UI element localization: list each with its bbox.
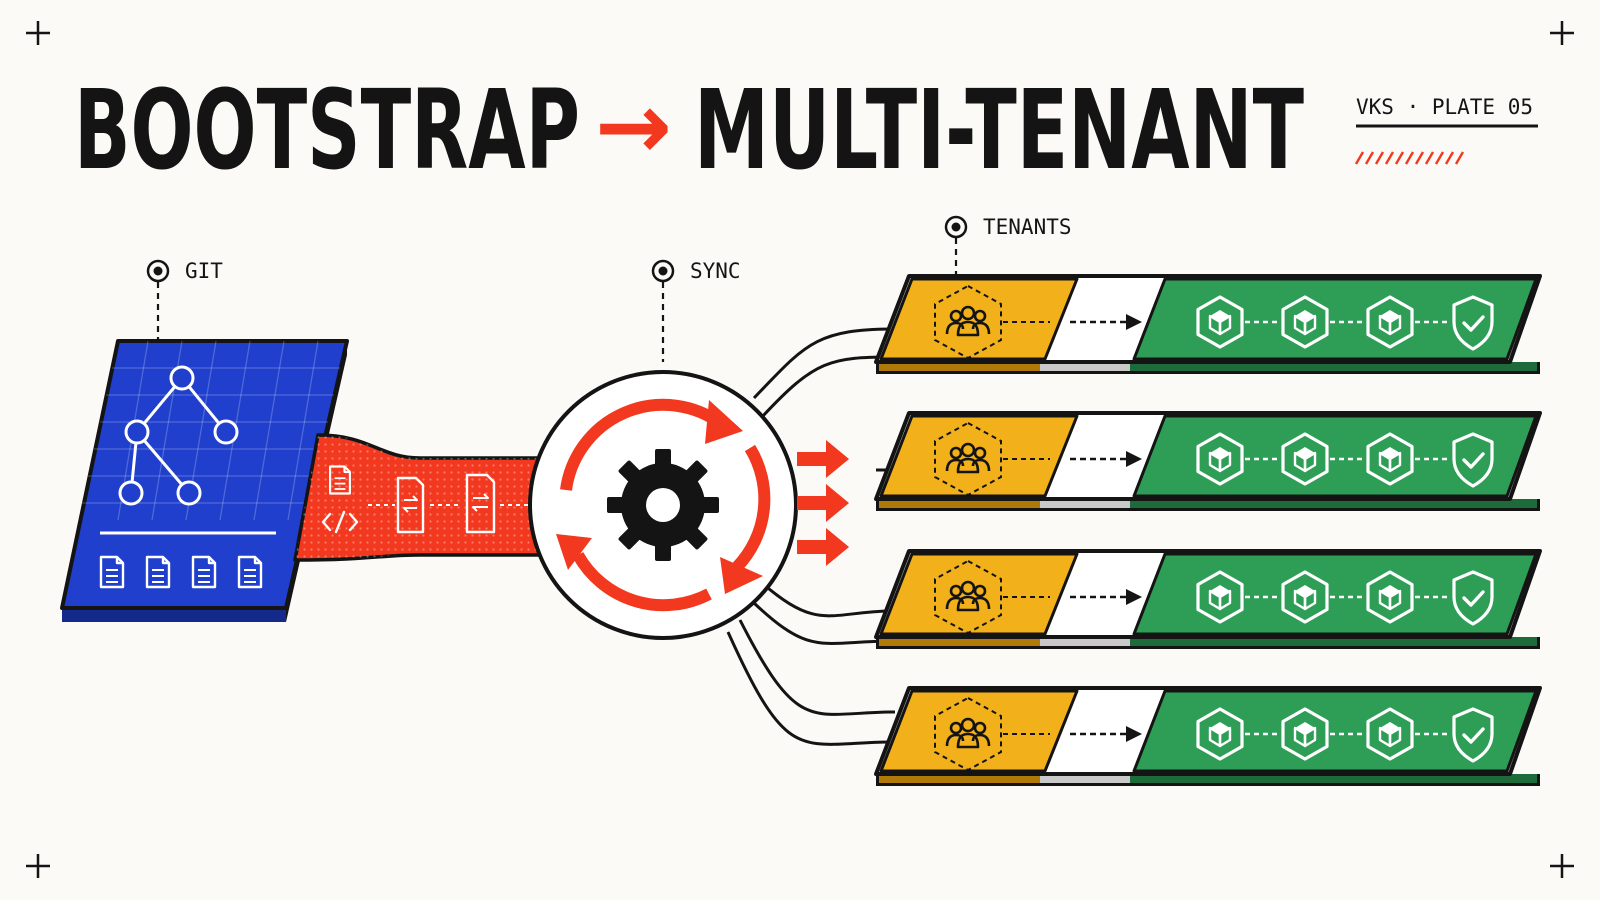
git-callout-label: GIT <box>185 259 223 283</box>
cube-icon <box>1196 707 1244 761</box>
gear-icon <box>607 449 719 561</box>
document-icon <box>465 473 496 534</box>
plate-label: VKS · PLATE 05 <box>1356 95 1533 119</box>
sync-hub <box>528 370 849 640</box>
manifest-pipe <box>293 433 557 562</box>
title-arrow: → <box>595 73 672 180</box>
tenants-callout-label: TENANTS <box>983 215 1072 239</box>
tenant-lane <box>874 549 1542 649</box>
sync-output-arrows <box>797 440 849 566</box>
tenant-lane <box>874 686 1542 786</box>
corner-marks <box>26 21 1574 878</box>
sync-callout: SYNC <box>651 259 741 362</box>
tenants-callout: TENANTS <box>944 215 1072 282</box>
cube-icon <box>1281 295 1329 349</box>
cube-icon <box>1281 707 1329 761</box>
tenant-lanes <box>874 274 1542 786</box>
cube-icon <box>1281 432 1329 486</box>
cube-icon <box>1366 295 1414 349</box>
cube-icon <box>1281 570 1329 624</box>
title-right: MULTI-TENANT <box>694 66 1304 194</box>
tenant-lane <box>874 274 1542 374</box>
sync-callout-label: SYNC <box>690 259 741 283</box>
branch-graph-icon <box>118 365 239 506</box>
cube-icon <box>1366 570 1414 624</box>
document-icon <box>396 476 425 534</box>
git-repository-panel <box>60 339 349 622</box>
title-left: BOOTSTRAP <box>74 66 580 194</box>
cube-icon <box>1196 570 1244 624</box>
sync-cycle-icon <box>560 398 771 612</box>
branch-connectors <box>726 327 896 746</box>
cube-icon <box>1196 432 1244 486</box>
plate-hatch <box>1354 151 1465 165</box>
code-brackets-icon <box>321 510 359 534</box>
git-callout: GIT <box>146 259 223 340</box>
cube-icon <box>1196 295 1244 349</box>
cube-icon <box>1366 707 1414 761</box>
cube-icon <box>1366 432 1414 486</box>
tenant-lane <box>874 411 1542 511</box>
